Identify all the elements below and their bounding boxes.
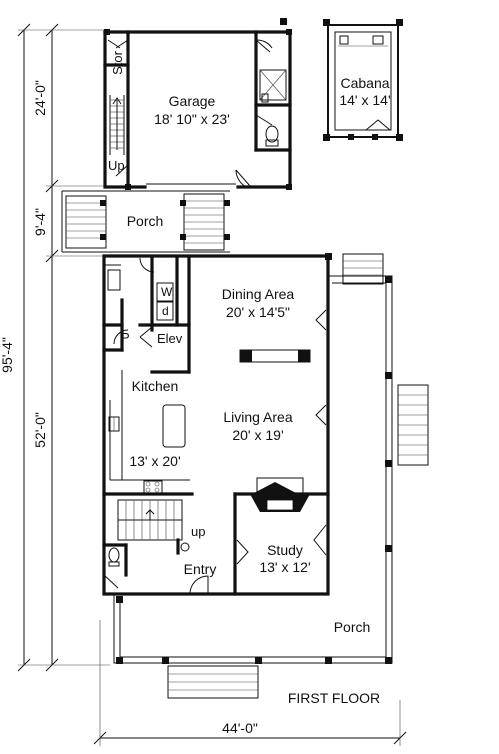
label-entry: Entry [184, 561, 217, 577]
kitchen-fixtures [105, 264, 190, 494]
label-washer: W [161, 285, 173, 299]
dim-overall-depth: 95'-4" [0, 337, 15, 373]
label-pantry: P [121, 330, 130, 345]
fireplace [250, 477, 310, 512]
breezeway-porch [61, 190, 230, 253]
label-kitchen-size: 13' x 20' [129, 453, 180, 469]
garage-walls [103, 30, 292, 189]
garage-stair [109, 95, 125, 155]
label-cabana-size: 14' x 14' [339, 92, 390, 108]
dim-garage-depth: 24'-0" [32, 80, 48, 116]
dim-house-depth: 52'-0" [32, 412, 48, 448]
label-garage-size: 18' 10" x 23' [154, 111, 230, 127]
cabana [323, 19, 403, 141]
wrap-porch [113, 253, 429, 699]
label-dining: Dining Area [222, 286, 295, 302]
label-study: Study [267, 542, 303, 558]
label-kitchen: Kitchen [132, 378, 179, 394]
dim-breezeway-depth: 9'-4" [32, 208, 48, 236]
label-up-garage: Up [108, 158, 125, 173]
label-cabana: Cabana [340, 75, 389, 91]
plan-title: FIRST FLOOR [288, 690, 380, 706]
label-stor: Stor [110, 50, 125, 75]
house-walls [102, 254, 330, 596]
label-living: Living Area [223, 409, 292, 425]
label-porch-breezeway: Porch [127, 213, 164, 229]
label-garage: Garage [169, 93, 216, 109]
label-dining-size: 20' x 14'5" [226, 304, 290, 320]
main-stair [108, 499, 190, 567]
dim-overall-width: 44'-0" [222, 720, 258, 736]
label-living-size: 20' x 19' [232, 427, 283, 443]
label-elev: Elev [157, 331, 183, 346]
dimension-lines [17, 23, 407, 746]
label-porch-front: Porch [334, 619, 371, 635]
label-up-stair: up [191, 524, 205, 539]
house-doors [103, 257, 327, 595]
label-study-size: 13' x 12' [259, 559, 310, 575]
label-dryer: d [162, 304, 169, 318]
